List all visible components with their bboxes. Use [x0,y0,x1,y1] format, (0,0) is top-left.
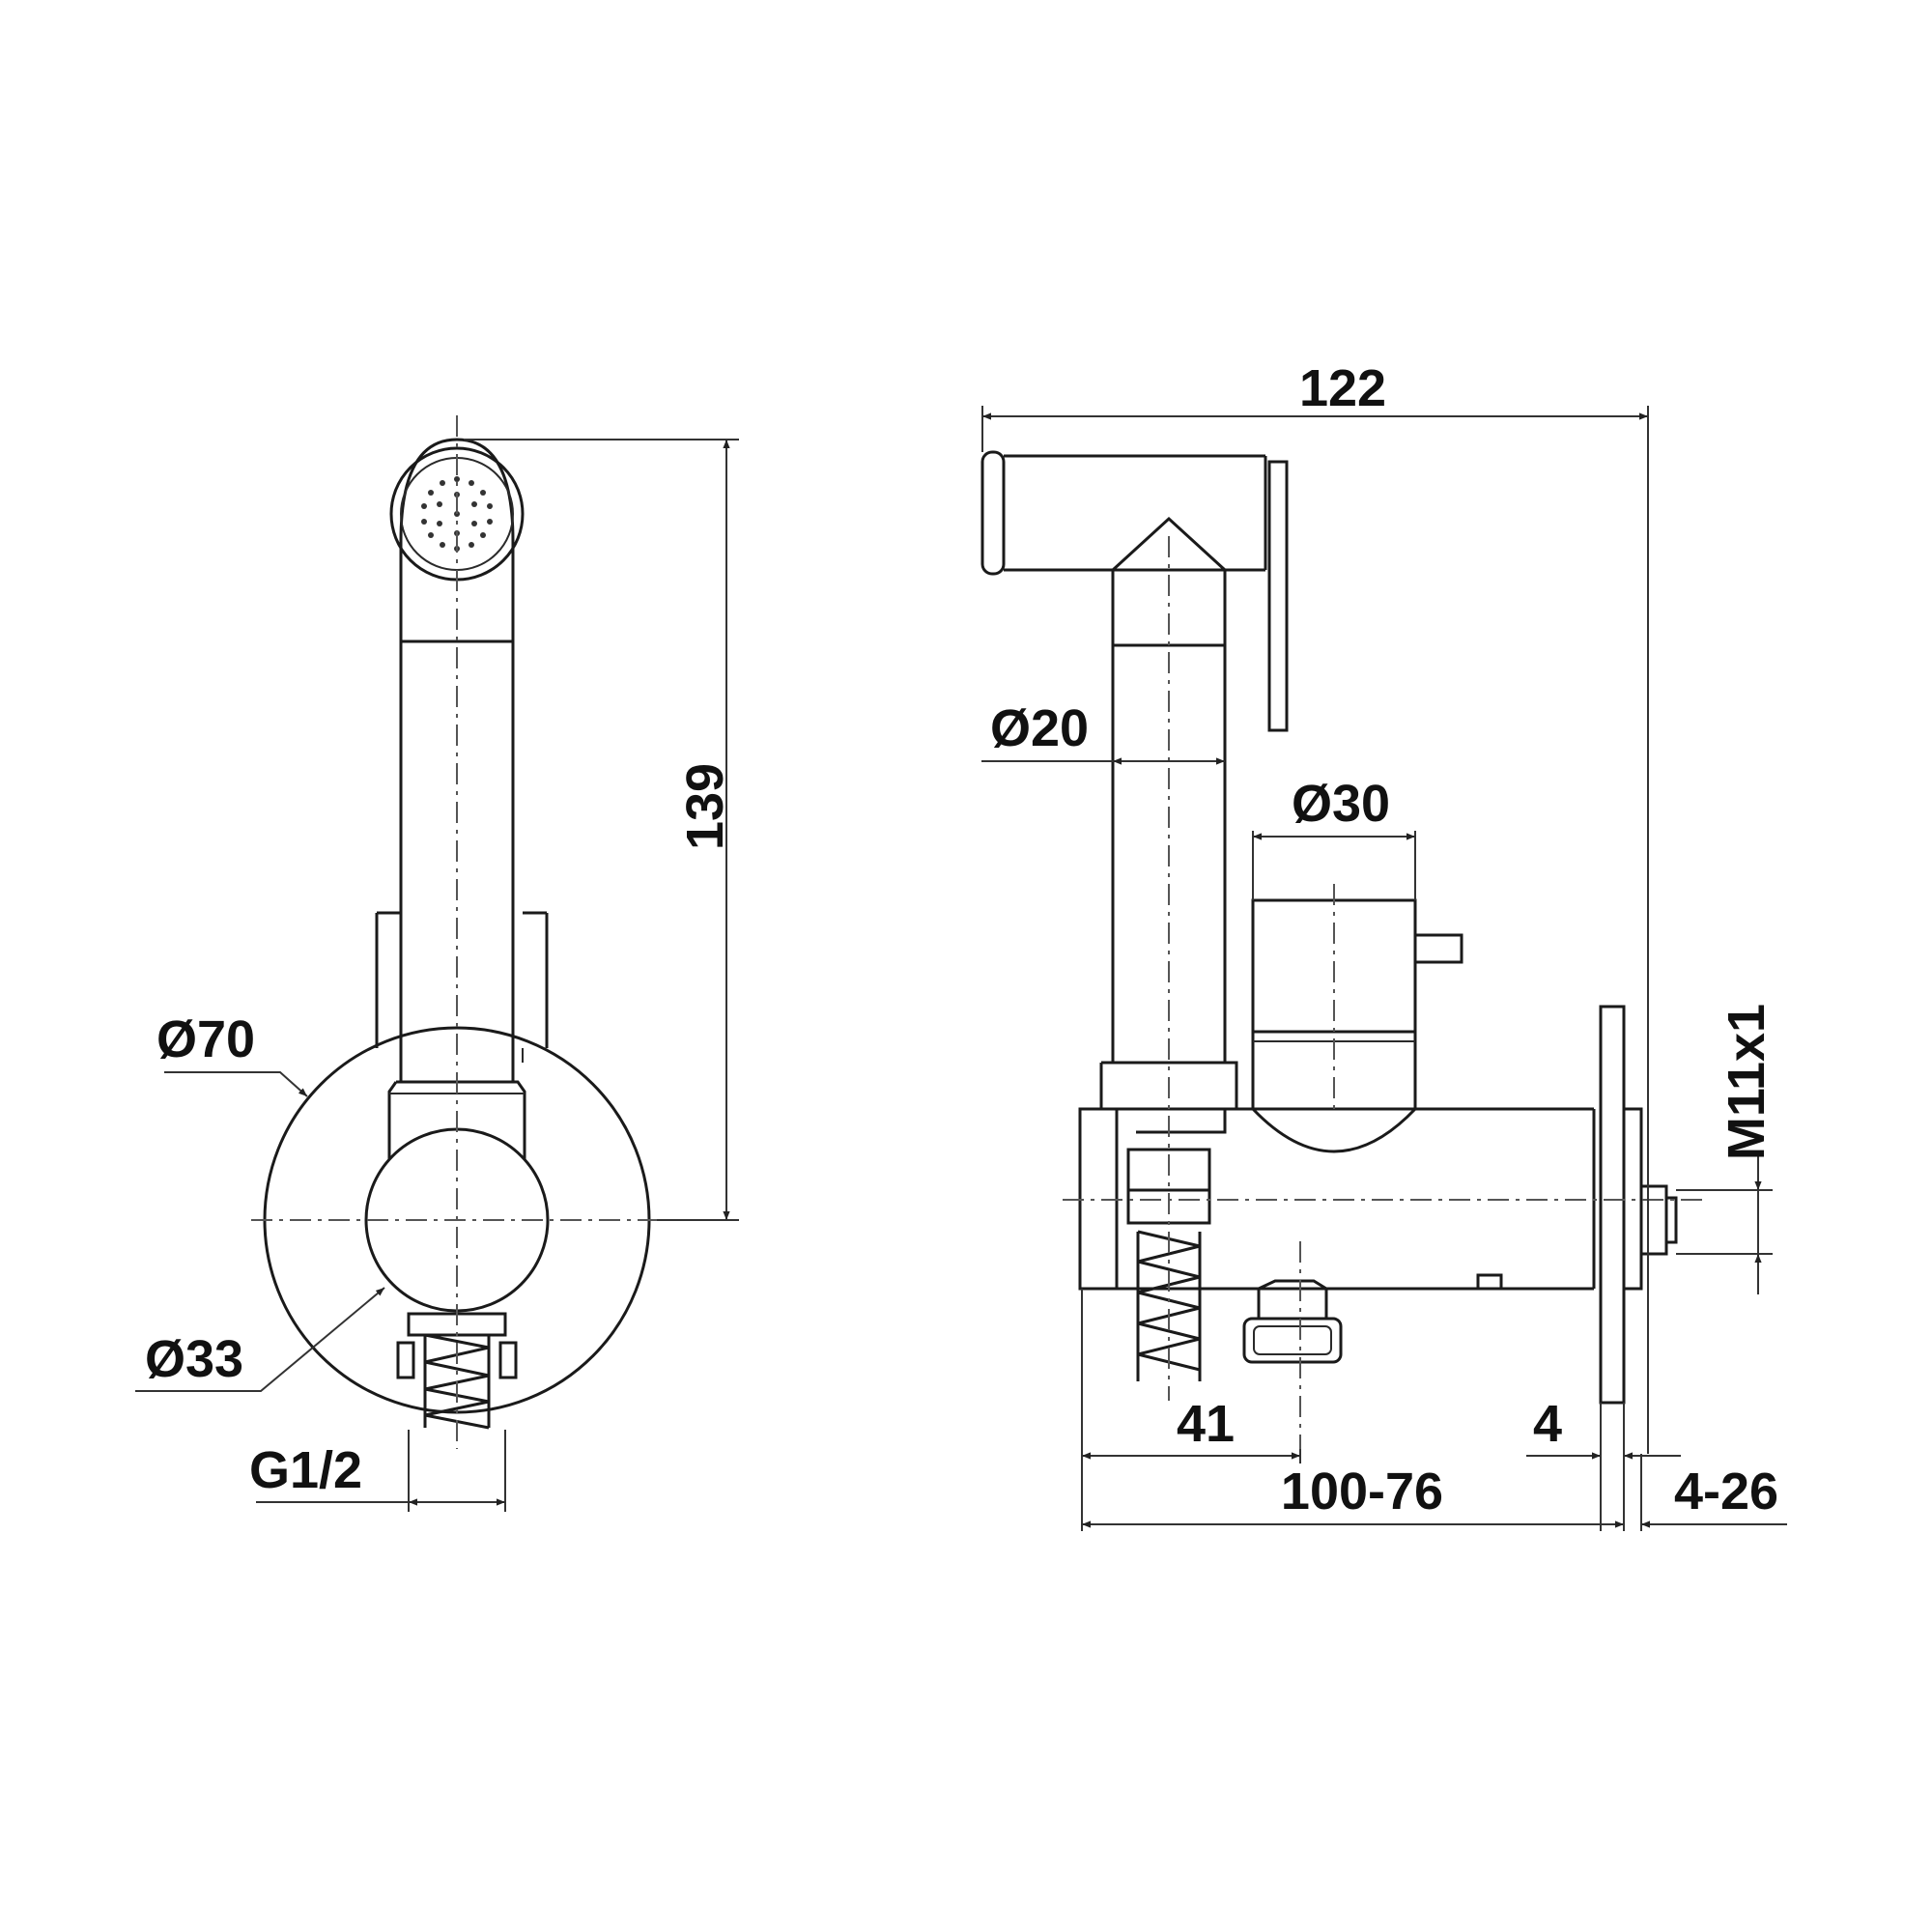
spray-tube [399,599,515,1082]
dim-label-height: 139 [676,763,734,850]
spray-cone [1111,516,1227,645]
dim-label-depth-range: 100-76 [1281,1463,1443,1520]
side-view: 122 Ø20 Ø30 M11x1 41 4 100-76 [980,359,1787,1531]
dim-label-handle-diameter: Ø30 [1292,775,1390,833]
dim-label-plate-diameter: Ø70 [156,1010,255,1068]
lower-outlet-nut [1242,1279,1343,1364]
dim-label-outlet-offset: 41 [1177,1395,1235,1453]
dim-label-extension-range: 4-26 [1674,1463,1778,1520]
front-view: 139 Ø70 Ø33 G1/2 [135,415,739,1512]
dim-label-outlet-thread: M11x1 [1718,1004,1776,1160]
valve-handle [1251,898,1463,1153]
wall-flange [1599,1005,1626,1405]
dim-label-plate-thickness: 4 [1533,1395,1562,1453]
nozzle-holes [421,476,493,552]
side-spray-tube [1111,645,1227,1063]
dim-label-overall-width: 122 [1299,359,1386,417]
outlet-thread [1639,1184,1678,1256]
dim-label-body-diameter: Ø33 [145,1330,243,1388]
spray-handle [980,450,1289,732]
dim-label-tube-diameter: Ø20 [990,699,1089,757]
rear-bracket [375,911,549,1048]
dim-label-thread: G1/2 [249,1441,362,1499]
